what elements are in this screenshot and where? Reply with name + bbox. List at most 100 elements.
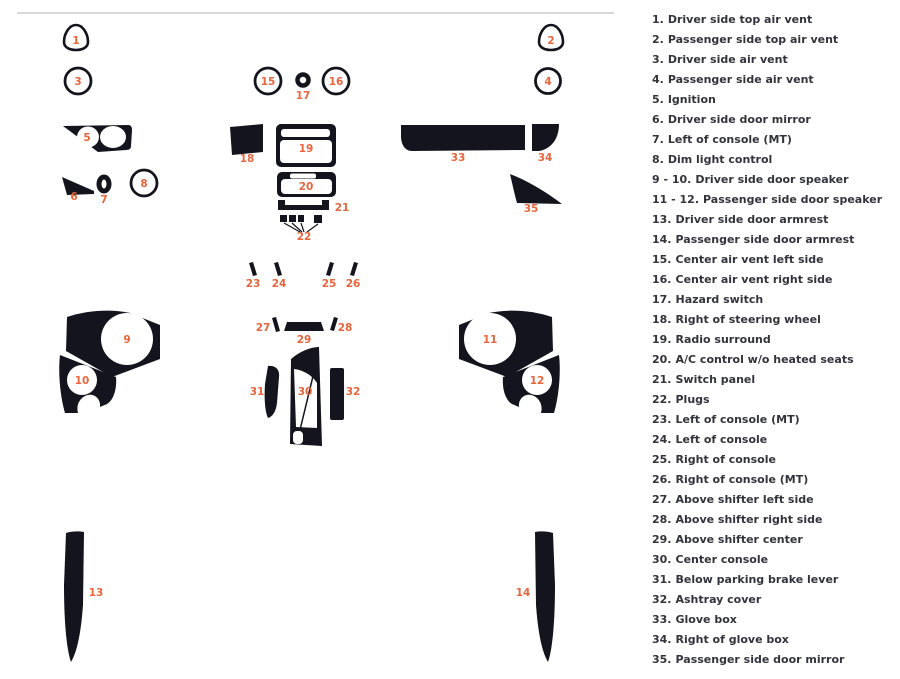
- part-19-radio-surround-shape: 19: [276, 124, 336, 167]
- legend-item-name: Radio surround: [675, 333, 771, 346]
- part-24-left-of-console-shape: 24: [272, 262, 287, 290]
- part-23-marker: 23: [246, 278, 261, 290]
- part-14-marker: 14: [516, 587, 531, 599]
- legend-item: 3.Driver side air vent: [652, 53, 898, 67]
- part-19-marker: 19: [299, 143, 314, 155]
- part-4-marker: 4: [544, 76, 551, 88]
- part-16-marker: 16: [329, 76, 344, 88]
- legend-item: 6.Driver side door mirror: [652, 113, 898, 127]
- part-7-marker: 7: [100, 194, 107, 206]
- legend-item: 22.Plugs: [652, 393, 898, 407]
- legend-item-name: Dim light control: [667, 153, 773, 166]
- legend-item-name: Passenger side door armrest: [675, 233, 855, 246]
- legend-item-number: 33.: [652, 613, 672, 626]
- legend-item-name: Driver side top air vent: [667, 13, 813, 26]
- part-13-marker: 13: [89, 587, 104, 599]
- part-17-marker: 17: [296, 90, 311, 102]
- legend-item-number: 3.: [652, 53, 664, 66]
- part-8-dim-light-control-shape: 8: [129, 168, 159, 198]
- part-30-center-console-shape: 30: [290, 347, 322, 446]
- legend-item-number: 16.: [652, 273, 672, 286]
- legend-item-name: Switch panel: [675, 373, 756, 386]
- part-26-marker: 26: [346, 278, 361, 290]
- legend-item-number: 30.: [652, 553, 672, 566]
- part-32-marker: 32: [346, 386, 361, 398]
- part-6-driver-door-mirror-shape: 6: [62, 177, 94, 203]
- legend-item-name: Left of console (MT): [667, 133, 792, 146]
- part-20-ac-control-shape: 20: [277, 172, 336, 197]
- part-27-above-shifter-left-shape: 27: [256, 317, 280, 334]
- legend-item-number: 22.: [652, 393, 672, 406]
- legend-item: 33.Glove box: [652, 613, 898, 627]
- part-22-marker: 22: [297, 231, 312, 243]
- legend-item: 7.Left of console (MT): [652, 133, 898, 147]
- legend-item-number: 21.: [652, 373, 672, 386]
- legend-item-number: 34.: [652, 633, 672, 646]
- part-13-driver-door-armrest-shape: 13: [64, 531, 103, 662]
- part-3-marker: 3: [74, 76, 81, 88]
- part-11-marker: 11: [483, 334, 498, 346]
- legend-item-name: Passenger side top air vent: [667, 33, 839, 46]
- legend-item-number: 6.: [652, 113, 664, 126]
- part-24-marker: 24: [272, 278, 287, 290]
- part-23-left-of-console-mt-shape: 23: [246, 262, 261, 290]
- legend-item: 19.Radio surround: [652, 333, 898, 347]
- legend-item-number: 14.: [652, 233, 672, 246]
- legend-item-name: Left of console (MT): [675, 413, 800, 426]
- legend-item: 26.Right of console (MT): [652, 473, 898, 487]
- part-1-driver-top-air-vent-shape: 1: [62, 23, 90, 52]
- part-34-right-of-glove-box-shape: 34: [532, 124, 559, 164]
- legend-item: 17.Hazard switch: [652, 293, 898, 307]
- legend-item-name: Above shifter right side: [675, 513, 823, 526]
- legend-item-number: 1.: [652, 13, 664, 26]
- part-14-passenger-door-armrest-shape: 14: [516, 531, 555, 662]
- legend-item-number: 17.: [652, 293, 672, 306]
- legend-item: 28.Above shifter right side: [652, 513, 898, 527]
- legend-item-name: Glove box: [675, 613, 737, 626]
- part-26-right-of-console-mt-shape: 26: [346, 262, 361, 290]
- legend-item-number: 28.: [652, 513, 672, 526]
- part-20-marker: 20: [299, 181, 314, 193]
- part-15-marker: 15: [261, 76, 276, 88]
- legend-item: 5.Ignition: [652, 93, 898, 107]
- legend-item-name: Center air vent left side: [675, 253, 824, 266]
- legend-item-number: 24.: [652, 433, 672, 446]
- part-34-marker: 34: [538, 152, 553, 164]
- legend-item-name: Passenger side air vent: [667, 73, 814, 86]
- legend-item-number: 35.: [652, 653, 672, 666]
- part-18-marker: 18: [240, 153, 255, 165]
- part-1-marker: 1: [72, 35, 79, 47]
- part-10-marker: 10: [75, 375, 90, 387]
- legend-item-number: 4.: [652, 73, 664, 86]
- part-22-plugs-shape: 22: [280, 215, 322, 243]
- legend-item-number: 11 - 12.: [652, 193, 700, 206]
- legend-item: 8.Dim light control: [652, 153, 898, 167]
- legend-item-number: 26.: [652, 473, 672, 486]
- part-17-hazard-switch-shape: 17: [295, 72, 311, 102]
- part-2-marker: 2: [547, 35, 554, 47]
- legend-item-name: Above shifter left side: [675, 493, 814, 506]
- legend-item-number: 7.: [652, 133, 664, 146]
- legend-item-name: Passenger side door mirror: [675, 653, 845, 666]
- legend-item-name: Hazard switch: [675, 293, 764, 306]
- legend-item: 11 - 12.Passenger side door speaker: [652, 193, 898, 207]
- legend-item-name: Right of steering wheel: [675, 313, 821, 326]
- legend-item: 9 - 10.Driver side door speaker: [652, 173, 898, 187]
- part-33-glove-box-shape: 33: [401, 125, 525, 164]
- legend-item: 2.Passenger side top air vent: [652, 33, 898, 47]
- legend-item: 31.Below parking brake lever: [652, 573, 898, 587]
- legend-item-number: 20.: [652, 353, 672, 366]
- part-15-center-vent-left-shape: 15: [253, 66, 283, 96]
- legend-item-name: Right of glove box: [675, 633, 789, 646]
- part-12-passenger-door-speaker-shape: 12: [502, 355, 560, 413]
- legend-item-number: 13.: [652, 213, 672, 226]
- legend-item: 4.Passenger side air vent: [652, 73, 898, 87]
- legend-item-name: Ashtray cover: [675, 593, 762, 606]
- legend-item-name: Ignition: [667, 93, 716, 106]
- legend-item-number: 19.: [652, 333, 672, 346]
- legend-item: 13.Driver side door armrest: [652, 213, 898, 227]
- legend-item-name: Above shifter center: [675, 533, 803, 546]
- part-29-above-shifter-center-shape: 29: [284, 322, 324, 346]
- part-3-driver-air-vent-shape: 3: [63, 66, 93, 96]
- legend-item-number: 15.: [652, 253, 672, 266]
